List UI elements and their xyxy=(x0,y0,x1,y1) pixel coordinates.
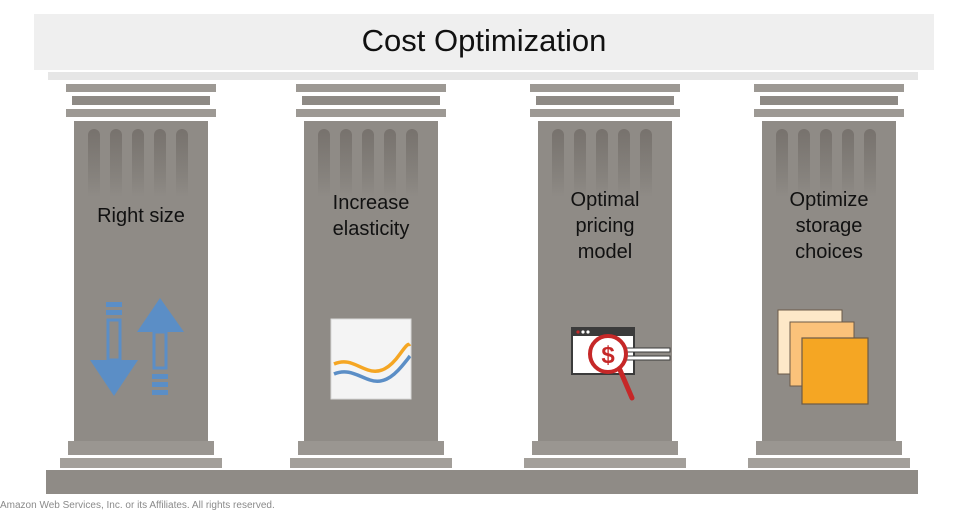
capital-band xyxy=(530,109,680,117)
flute xyxy=(864,129,876,197)
pillar-optimal-pricing-model: Optimal pricing model $ xyxy=(524,84,686,470)
page-title: Cost Optimization xyxy=(361,23,607,58)
flute xyxy=(88,129,100,197)
pricing-magnifier-icon: $ xyxy=(571,327,671,401)
flute xyxy=(384,129,396,197)
flute xyxy=(842,129,854,197)
pillar-plinth xyxy=(524,458,686,468)
elasticity-chart-icon xyxy=(330,318,412,400)
pillar-base xyxy=(68,441,214,455)
flute xyxy=(596,129,608,197)
flute xyxy=(318,129,330,197)
pillar-label: Optimal pricing model xyxy=(570,189,640,263)
flute xyxy=(574,129,586,197)
capital-top xyxy=(754,84,904,92)
title-banner: Cost Optimization xyxy=(34,14,934,70)
flute xyxy=(154,129,166,197)
pillar-shaft xyxy=(538,121,672,441)
capital-top xyxy=(66,84,216,92)
resize-arrows-icon xyxy=(90,298,184,396)
capital-band xyxy=(754,109,904,117)
flute xyxy=(776,129,788,197)
banner-shadow xyxy=(48,72,918,80)
svg-text:$: $ xyxy=(601,342,615,369)
capital-middle xyxy=(760,96,898,105)
flute xyxy=(132,129,144,197)
storage-layers-icon xyxy=(777,309,869,405)
flute xyxy=(362,129,374,197)
flute xyxy=(618,129,630,197)
pillar-base xyxy=(532,441,678,455)
capital-middle xyxy=(536,96,674,105)
flute xyxy=(406,129,418,197)
pillar-label: Optimize storage choices xyxy=(789,189,869,263)
pillar-plinth xyxy=(60,458,222,468)
pillar-right-size: Right size xyxy=(60,84,222,470)
capital-middle xyxy=(72,96,210,105)
flute xyxy=(552,129,564,197)
flute xyxy=(640,129,652,197)
flute xyxy=(110,129,122,197)
pillar-label: Increase elasticity xyxy=(332,192,410,240)
pillar-optimize-storage-choices: Optimize storage choices xyxy=(748,84,910,470)
capital-band xyxy=(66,109,216,117)
floor-base xyxy=(46,470,918,494)
capital-band xyxy=(296,109,446,117)
flute xyxy=(340,129,352,197)
flute xyxy=(798,129,810,197)
flute xyxy=(820,129,832,197)
pillar-increase-elasticity: Increase elasticity xyxy=(290,84,452,470)
copyright-footer: Amazon Web Services, Inc. or its Affilia… xyxy=(0,500,275,511)
pillar-base xyxy=(298,441,444,455)
capital-top xyxy=(296,84,446,92)
capital-middle xyxy=(302,96,440,105)
pillar-label: Right size xyxy=(97,205,185,227)
flute xyxy=(176,129,188,197)
pillar-shaft xyxy=(74,121,208,441)
pillar-plinth xyxy=(290,458,452,468)
pillar-base xyxy=(756,441,902,455)
capital-top xyxy=(530,84,680,92)
pillar-plinth xyxy=(748,458,910,468)
